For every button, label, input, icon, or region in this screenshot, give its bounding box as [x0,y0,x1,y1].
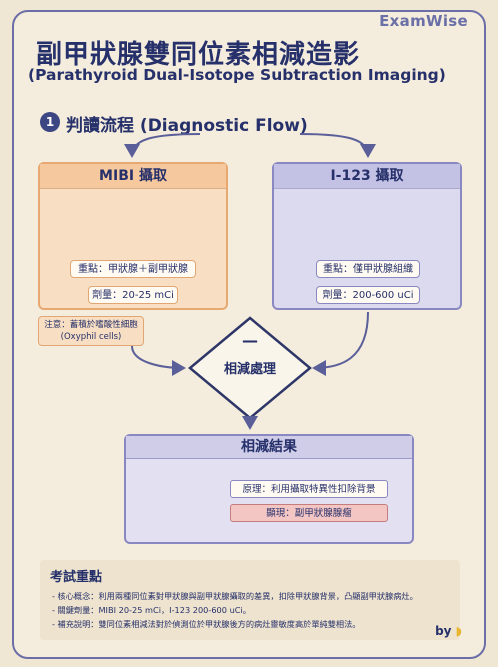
byline-text: by [435,624,452,638]
exam-point-1: - 核心概念：利用兩種同位素對甲狀腺與副甲狀腺攝取的差異，扣除甲狀腺背景，凸顯副… [52,591,418,601]
i123-focus-label: 重點：僅甲狀腺組織 [316,260,420,278]
minus-symbol: — [242,331,258,350]
arrow-mibi-to-subtract [131,345,186,376]
i123-panel-title: I-123 攝取 [274,164,460,189]
arrow-i123-to-subtract [312,311,369,376]
mibi-dose-label: 劑量：20-25 mCi [88,286,178,304]
result-principle-label: 原理：利用攝取特異性扣除背景 [230,480,388,498]
step-title: 判讀流程 (Diagnostic Flow) [66,116,308,136]
result-panel-title: 相減結果 [126,436,412,459]
mibi-note-line1: 注意：蓄積於嗜酸性細胞 [44,320,138,330]
exam-points-section: 考試重點 - 核心概念：利用兩種同位素對甲狀腺與副甲狀腺攝取的差異，扣除甲狀腺背… [40,560,460,640]
exam-point-2: - 關鍵劑量：MIBI 20-25 mCi，I-123 200-600 uCi。 [52,605,251,615]
result-show-label: 顯現：副甲狀腺腺瘤 [230,504,388,522]
mibi-focus-label: 重點：甲狀腺＋副甲狀腺 [70,260,196,278]
subtract-label: 相減處理 [223,362,276,377]
mibi-panel-title: MIBI 攝取 [40,164,226,189]
i123-dose-label: 劑量：200-600 uCi [316,286,420,304]
byline: by ◗ [435,624,462,638]
exam-points-title: 考試重點 [50,570,103,585]
banana-icon: ◗ [455,624,462,638]
arrow-to-mibi [124,133,201,158]
mibi-panel: MIBI 攝取 重點：甲狀腺＋副甲狀腺 劑量：20-25 mCi [38,162,228,310]
page-subtitle: (Parathyroid Dual-Isotope Subtraction Im… [28,66,446,84]
i123-panel: I-123 攝取 重點：僅甲狀腺組織 劑量：200-600 uCi [272,162,462,310]
exam-point-3: - 補充說明：雙同位素相減法對於偵測位於甲狀腺後方的病灶靈敏度高於單純雙相法。 [52,619,361,629]
arrow-to-i123 [299,133,376,158]
step-number-badge: 1 [40,112,60,132]
page-title: 副甲狀腺雙同位素相減造影 [36,40,361,70]
brand-logo: ExamWise [379,12,468,30]
result-panel: 相減結果 原理：利用攝取特異性扣除背景 顯現：副甲狀腺腺瘤 [124,434,414,544]
mibi-note-line2: (Oxyphil cells) [60,332,122,342]
mibi-note: 注意：蓄積於嗜酸性細胞 (Oxyphil cells) [38,316,144,346]
